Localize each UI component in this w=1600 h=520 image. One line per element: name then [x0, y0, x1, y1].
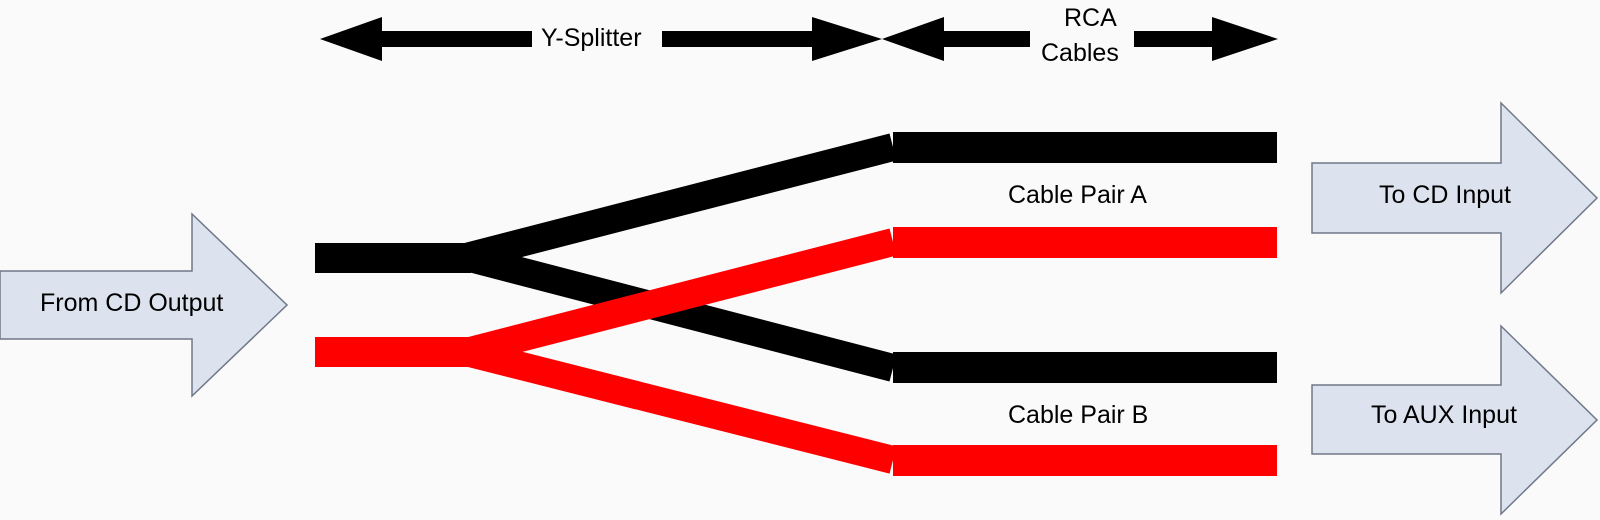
ysplitter-dimension-arrow	[320, 17, 882, 61]
rca-label-line1: RCA	[1064, 4, 1117, 32]
output-block-arrow-aux	[1311, 324, 1599, 516]
cable-black-to-pair-b	[462, 243, 897, 382]
input-red-cable	[315, 337, 471, 367]
rca-arrowhead-right	[1212, 17, 1278, 61]
output-block-arrow-cd	[1311, 101, 1599, 295]
rca-arrow-shaft-left	[944, 31, 1030, 47]
rca-arrowhead-left	[882, 17, 944, 61]
pair-b-black-rca	[893, 352, 1277, 383]
rca-arrow-shaft-right	[1134, 31, 1212, 47]
ysplitter-arrow-shaft-right	[662, 31, 812, 47]
input-block-arrow	[0, 212, 289, 398]
pair-a-black-rca	[893, 132, 1277, 163]
rca-dimension-arrow	[882, 17, 1278, 61]
output-label-aux: To AUX Input	[1371, 401, 1517, 429]
cable-pair-a-label: Cable Pair A	[1008, 181, 1147, 209]
cable-red-to-pair-a	[462, 228, 897, 366]
input-black-cable	[315, 243, 471, 273]
ysplitter-arrowhead-left	[320, 17, 382, 61]
ysplitter-arrowhead-right	[812, 17, 882, 61]
cable-pair-b-label: Cable Pair B	[1008, 401, 1149, 429]
ysplitter-label: Y-Splitter	[541, 24, 642, 52]
rca-label-line2: Cables	[1041, 39, 1119, 67]
pair-a-red-rca	[893, 227, 1277, 258]
output-label-cd: To CD Input	[1379, 181, 1512, 209]
ysplitter-arrow-shaft-left	[382, 31, 532, 47]
input-label: From CD Output	[40, 289, 224, 317]
pair-b-red-rca	[893, 445, 1277, 476]
cable-red-to-pair-b	[462, 338, 897, 474]
cable-black-to-pair-a	[462, 133, 897, 271]
